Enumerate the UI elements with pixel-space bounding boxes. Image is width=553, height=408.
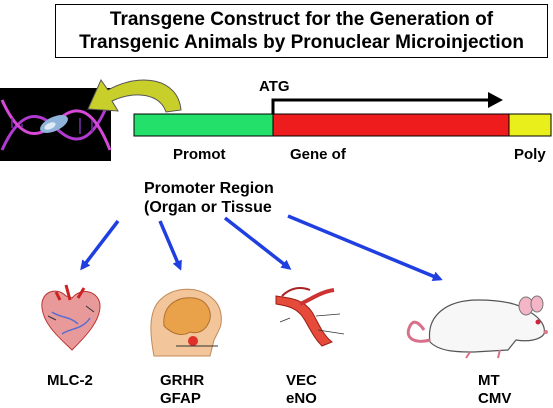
target-label-vessel-1: VEC [286,372,317,389]
target-label-mouse-2: CMV [478,390,512,407]
target-label-brain-2: GFAP [160,390,201,407]
target-label-vessel-2: eNO [286,390,317,407]
arrow-to-heart [80,219,120,271]
arrow-to-vessel [223,216,292,270]
brain-head-icon [150,288,222,357]
atg-arrow [271,92,503,114]
construct-bar [133,113,552,137]
arrow-to-head [158,220,182,271]
arrow-to-mouse [287,214,443,281]
blood-vessel-icon [275,287,345,347]
heart-icon [41,284,101,351]
curved-arrow [87,78,182,113]
polya-label: Poly [514,146,546,163]
gene-label: Gene of [290,146,346,163]
title-box: Transgene Construct for the Generation o… [55,4,548,58]
promoter-label: Promot [173,146,226,163]
polya-segment [508,113,552,137]
target-label-heart: MLC-2 [47,372,93,389]
promoter-region-line-1: Promoter Region [144,180,274,197]
target-label-mouse-1: MT [478,372,500,389]
title-line-1: Transgene Construct for the Generation o… [109,9,494,30]
atg-label: ATG [259,78,290,95]
promoter-segment [133,113,274,137]
target-label-brain-1: GRHR [160,372,205,389]
mouse-icon [406,295,548,359]
title-line-2: Transgenic Animals by Pronuclear Microin… [79,32,524,53]
gene-segment [272,113,510,137]
blue-arrows [80,214,443,281]
promoter-region-line-2: (Organ or Tissue [144,199,272,216]
